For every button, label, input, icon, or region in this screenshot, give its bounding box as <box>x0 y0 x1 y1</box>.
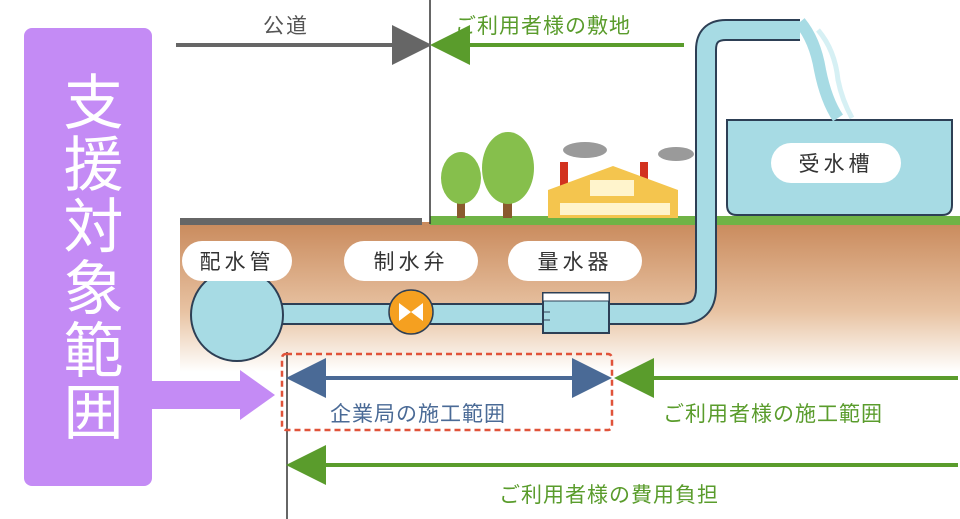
tree-icon <box>441 132 534 218</box>
customer-work-label: ご利用者様の施工範囲 <box>663 402 883 426</box>
road-surface <box>180 218 422 225</box>
support-arrow <box>150 370 275 420</box>
bureau-work-label: 企業局の施工範囲 <box>330 402 506 426</box>
public-road-label: 公道 <box>263 14 309 38</box>
receiving-tank-label: 受水槽 <box>771 143 901 183</box>
factory-icon <box>548 142 694 218</box>
support-scope-label: 支援対象範囲 <box>53 71 123 443</box>
water-meter-label: 量水器 <box>508 241 642 281</box>
customer-cost-label: ご利用者様の費用負担 <box>499 483 719 507</box>
support-scope-panel: 支援対象範囲 <box>24 28 152 486</box>
customer-site-label: ご利用者様の敷地 <box>455 14 631 38</box>
distribution-pipe <box>190 268 284 362</box>
distribution-pipe-label: 配水管 <box>182 241 292 281</box>
bureau-work-box <box>280 352 614 432</box>
control-valve-label: 制水弁 <box>344 241 478 281</box>
